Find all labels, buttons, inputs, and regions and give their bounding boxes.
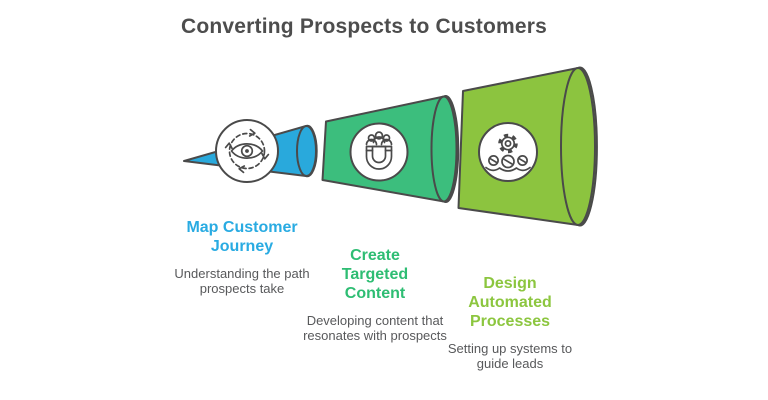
- stage1-heading: Map Customer Journey: [186, 219, 298, 255]
- stage1-label: Map Customer Journey Understanding the p…: [157, 218, 327, 296]
- stage2-cone-cap: [430, 95, 458, 203]
- stage2-label: Create Targeted Content Developing conte…: [290, 246, 460, 343]
- stage3-description: Setting up systems to guide leads: [447, 341, 573, 371]
- stage1-description: Understanding the path prospects take: [174, 266, 310, 296]
- stage3-cone-cap: [560, 67, 596, 226]
- stage1-icon-badge: [215, 119, 279, 183]
- stage3-icon-circle: [478, 122, 538, 182]
- stage2-icon-badge: [349, 122, 409, 182]
- stage3-heading: Design Automated Processes: [468, 275, 552, 330]
- stage2-description: Developing content that resonates with p…: [303, 313, 447, 343]
- stage3-icon-badge: [478, 122, 538, 182]
- eye-cycle-icon: [224, 128, 270, 174]
- page-title: Converting Prospects to Customers: [181, 15, 547, 38]
- stage3-label: Design Automated Processes Setting up sy…: [425, 274, 595, 371]
- stage2-icon-circle: [349, 122, 409, 182]
- lead-magnet-icon: [365, 131, 393, 170]
- gear-people-icon: [485, 133, 531, 172]
- stage2-heading: Create Targeted Content: [341, 247, 409, 302]
- stage1-cone-cap: [296, 125, 317, 177]
